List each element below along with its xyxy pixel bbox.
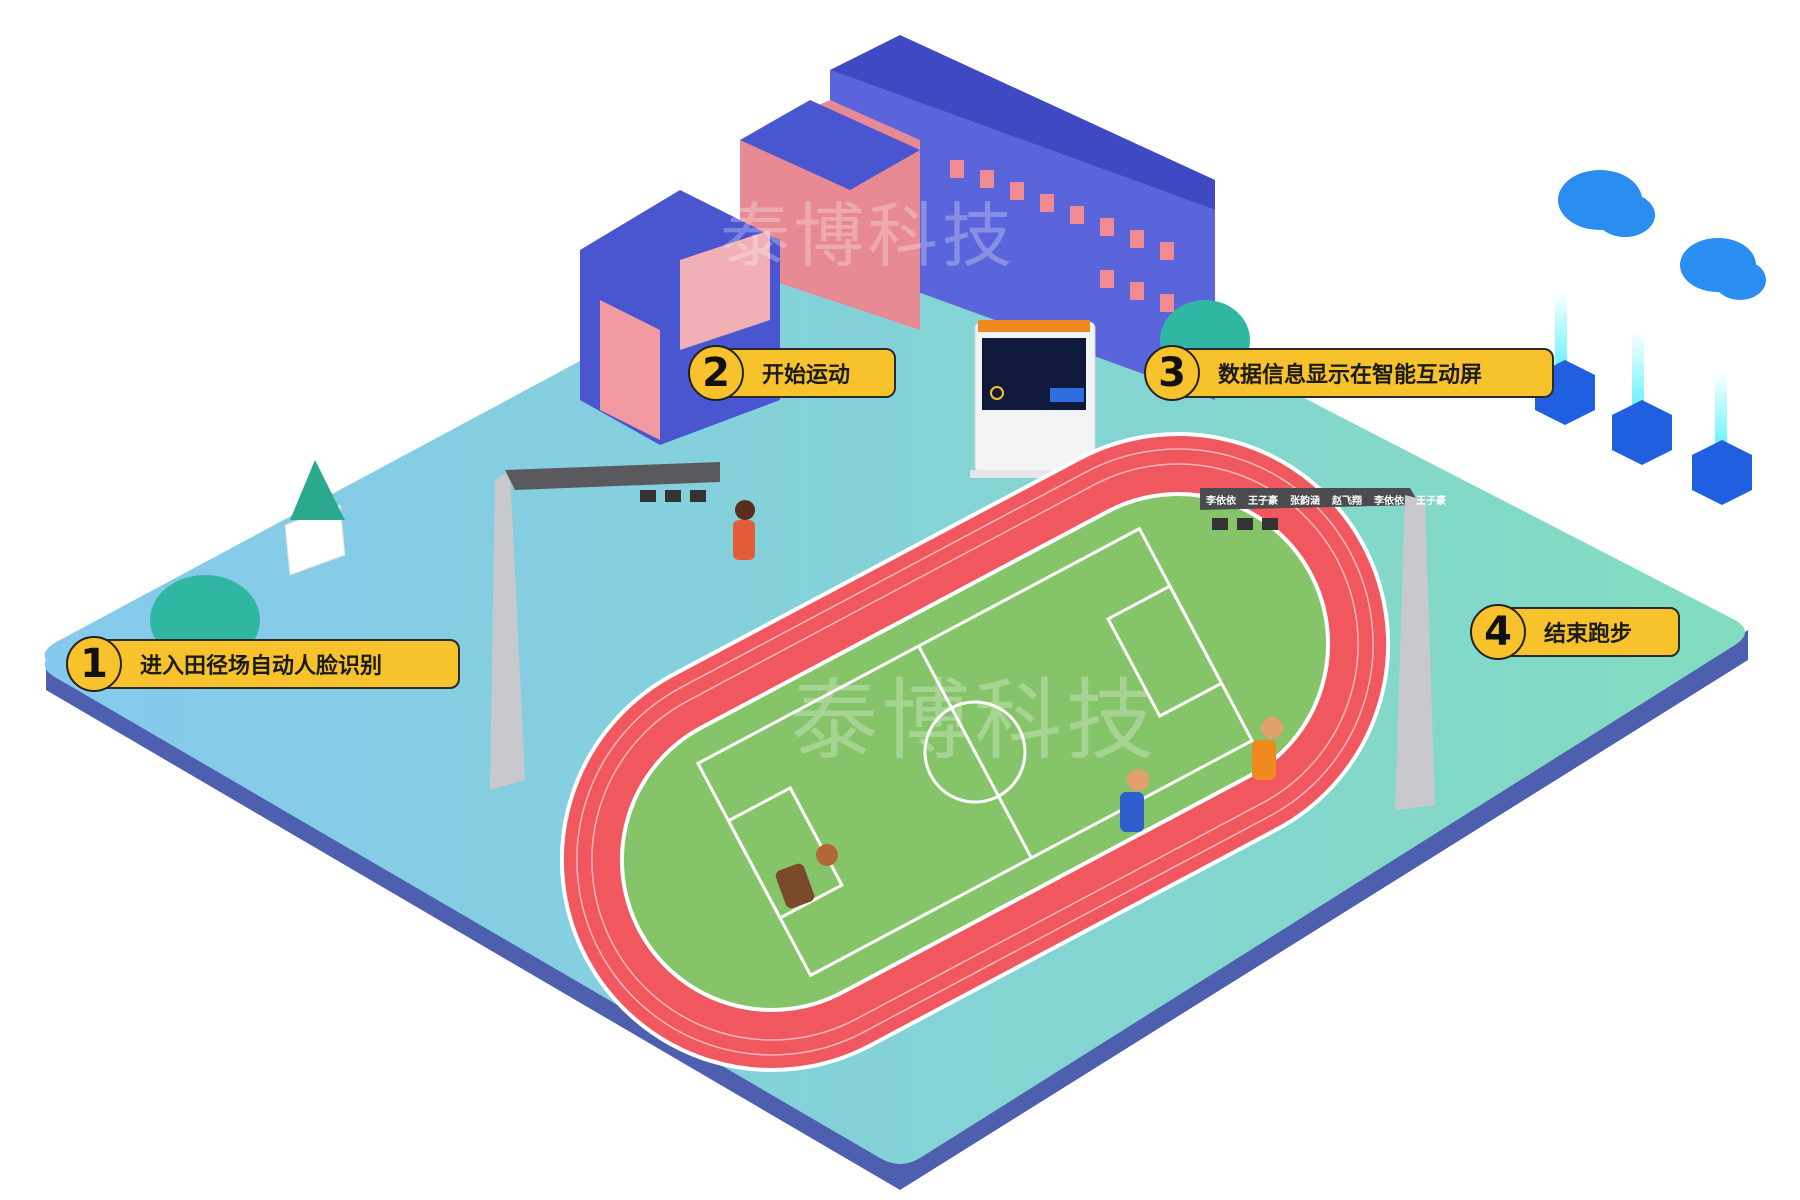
step-pill [94,639,460,689]
step-label: 进入田径场自动人脸识别 [140,654,383,679]
step-label: 开始运动 [762,363,851,388]
step-number: 1 [66,636,122,692]
name-entry: 李依依 [1206,496,1236,507]
school-buildings [580,35,1215,445]
name-entry: 赵飞翔 [1332,496,1362,507]
name-entry: 张韵涵 [1290,496,1320,507]
step-number: 3 [1144,345,1200,401]
cloud-icon [1558,170,1766,300]
server-cubes [1535,290,1752,505]
face-recognition-gantry-left [490,462,720,790]
name-entry: 王子豪 [1248,496,1278,507]
name-entry: 王子豪 [1416,496,1446,507]
step-pill [716,348,896,398]
step-3-badge: 3 数据信息显示在智能互动屏 [1144,345,1554,401]
smart-interactive-screen [970,320,1100,478]
step-number: 2 [688,345,744,401]
step-pill [1498,607,1680,657]
step-number: 4 [1470,604,1526,660]
step-label: 数据信息显示在智能互动屏 [1218,363,1483,388]
watermark: 泰博科技 [720,195,1016,277]
runners [733,500,1283,909]
step-4-badge: 4 结束跑步 [1470,604,1680,660]
step-label: 结束跑步 [1544,622,1633,647]
step-pill [1172,348,1554,398]
face-recognition-gantry-right [1200,488,1435,810]
step-1-badge: 1 进入田径场自动人脸识别 [66,636,460,692]
watermark: 泰博科技 [790,669,1159,772]
step-2-badge: 2 开始运动 [688,345,896,401]
name-entry: 李依依 [1374,496,1404,507]
gantry-name-display: 李依依 王子豪 张韵涵 赵飞翔 李依依 王子豪 [1206,492,1446,507]
